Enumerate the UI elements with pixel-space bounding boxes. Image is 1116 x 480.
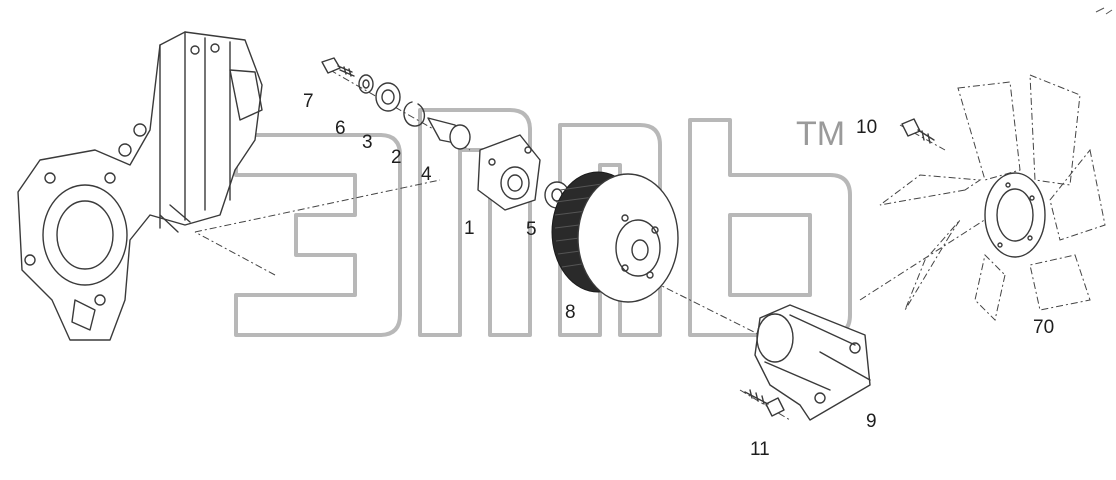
- callout-7: 7: [303, 91, 314, 112]
- circlip-2: [403, 101, 425, 127]
- callout-11: 11: [750, 439, 770, 460]
- bolt-10: [901, 118, 935, 144]
- hub-1: [477, 134, 541, 211]
- callout-9: 9: [866, 411, 877, 432]
- watermark-tm: TM: [796, 115, 845, 153]
- corner-mark: [1095, 7, 1113, 15]
- pulley-8: [551, 171, 679, 303]
- fan-70: [879, 74, 1106, 321]
- callout-6: 6: [335, 118, 346, 139]
- spacer-sleeve: [427, 117, 471, 150]
- bolt-7: [321, 57, 355, 77]
- callout-5: 5: [526, 219, 537, 240]
- washer-6: [358, 74, 374, 94]
- callout-4: 4: [421, 164, 432, 185]
- callout-8: 8: [565, 302, 576, 323]
- assembly-axis-lines: [194, 69, 1001, 421]
- callout-labels: 7 6 3 2 4 1 5 8 9 10 11 70: [303, 91, 1054, 460]
- callout-2: 2: [391, 147, 402, 168]
- callout-70: 70: [1033, 317, 1054, 338]
- callout-10: 10: [856, 117, 877, 138]
- callout-1: 1: [464, 218, 475, 239]
- spacer-9: [754, 304, 871, 421]
- callout-3: 3: [362, 132, 373, 153]
- gear-housing-bracket: [17, 31, 263, 341]
- watermark-logo: TM: [234, 108, 852, 337]
- bolt-11: [744, 389, 785, 417]
- bearing-3: [375, 82, 401, 112]
